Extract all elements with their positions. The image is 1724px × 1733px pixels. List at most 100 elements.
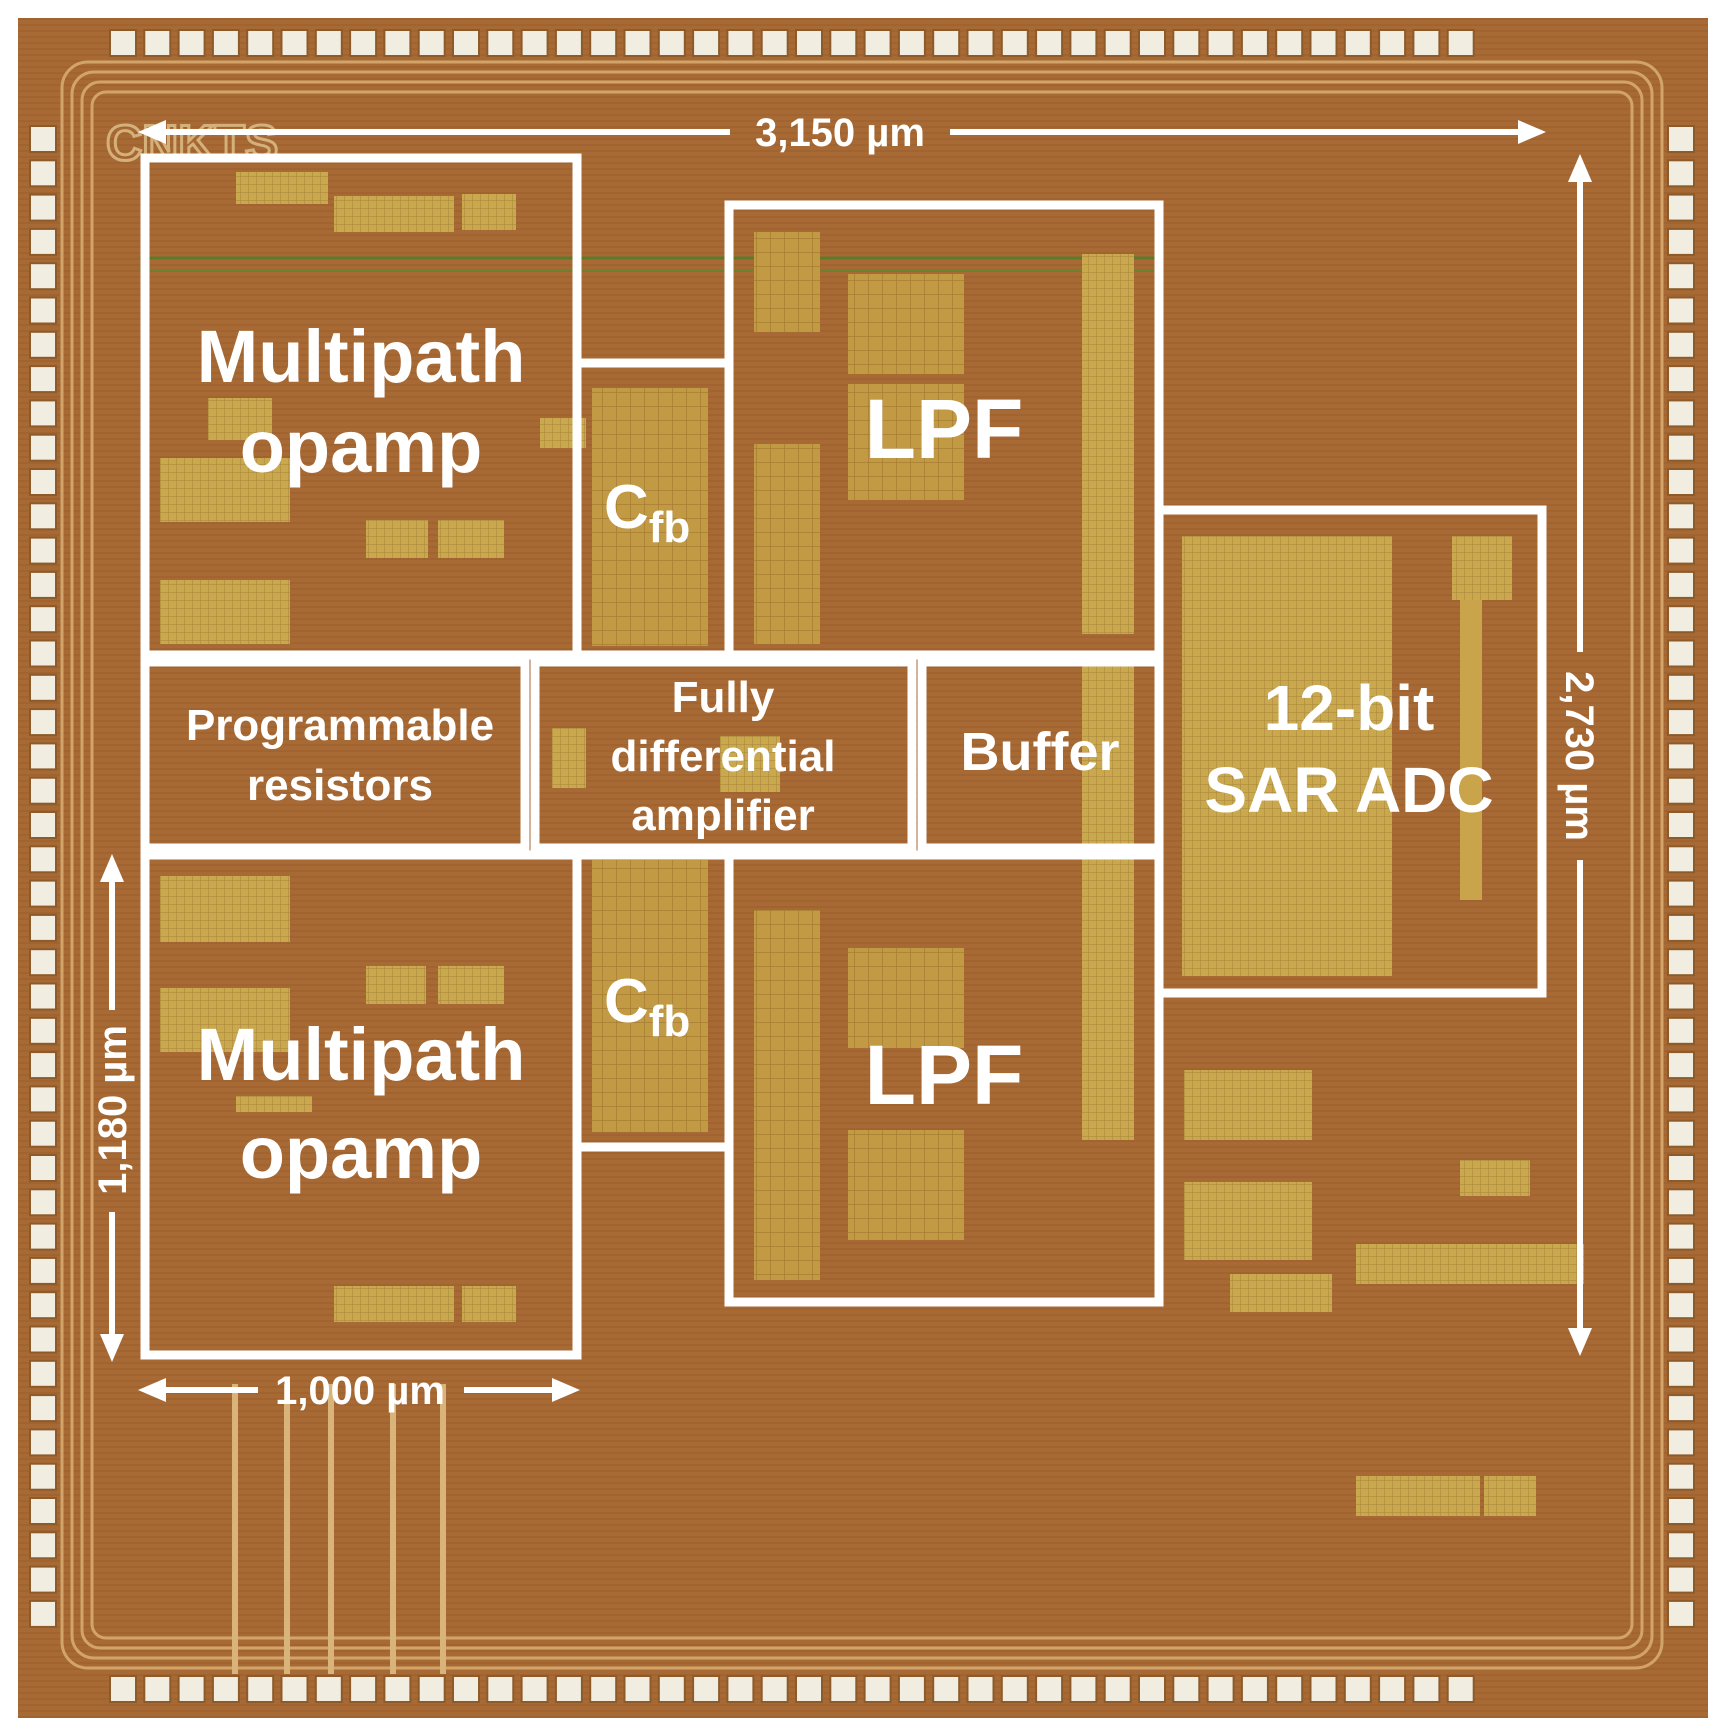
bond-pad bbox=[932, 29, 961, 57]
bond-pad bbox=[1275, 29, 1304, 57]
bond-pad bbox=[29, 1256, 57, 1285]
block-labels: Multipath opamp Cfb LPF Programmable res… bbox=[186, 315, 1494, 1194]
bond-pad bbox=[1667, 1565, 1695, 1594]
bond-pad bbox=[1172, 1675, 1201, 1703]
bond-pad bbox=[1035, 1675, 1064, 1703]
bond-pad bbox=[1172, 29, 1201, 57]
bond-pad bbox=[1667, 1016, 1695, 1045]
bond-pad bbox=[29, 125, 57, 153]
bond-pad bbox=[29, 673, 57, 702]
bond-pad bbox=[29, 742, 57, 771]
bond-pad bbox=[1206, 1675, 1235, 1703]
bond-pad bbox=[1667, 1085, 1695, 1114]
bond-pad bbox=[554, 29, 583, 57]
bond-pad bbox=[1240, 29, 1269, 57]
fully-differential-amplifier-label-line1: Fully bbox=[672, 673, 775, 722]
bond-pad bbox=[589, 1675, 618, 1703]
bond-pad bbox=[1343, 1675, 1372, 1703]
bond-pad bbox=[29, 227, 57, 256]
circuit-metal-fill bbox=[140, 172, 1584, 1674]
bond-pad bbox=[1667, 776, 1695, 805]
bond-pad bbox=[29, 1291, 57, 1320]
opamp-height-label: 1,180 µm bbox=[91, 1025, 135, 1195]
bond-pad bbox=[966, 1675, 995, 1703]
bond-pad bbox=[29, 605, 57, 634]
bond-pad bbox=[1667, 1119, 1695, 1148]
watermark-logo: CNKTS bbox=[106, 115, 278, 171]
programmable-resistors-label-line2: resistors bbox=[247, 761, 433, 810]
bond-pad bbox=[1446, 29, 1475, 57]
bond-pad bbox=[1667, 193, 1695, 222]
bond-pad bbox=[29, 982, 57, 1011]
multipath-opamp-bottom-label-line2: opamp bbox=[240, 1111, 483, 1194]
bond-pad bbox=[1667, 1531, 1695, 1560]
fully-differential-amplifier-label-line2: differential bbox=[611, 732, 836, 781]
bond-pad bbox=[1667, 1359, 1695, 1388]
bond-pad bbox=[29, 193, 57, 222]
bond-pad bbox=[829, 1675, 858, 1703]
bond-pad bbox=[29, 1394, 57, 1423]
bond-pad bbox=[314, 1675, 343, 1703]
bond-pad bbox=[29, 845, 57, 874]
cfb-top-label: Cfb bbox=[604, 473, 690, 552]
bond-pad bbox=[29, 159, 57, 188]
bond-pad bbox=[726, 1675, 755, 1703]
bond-pad bbox=[726, 29, 755, 57]
seal-ring bbox=[60, 60, 1664, 1670]
bond-pad bbox=[863, 29, 892, 57]
bond-pad bbox=[1667, 1154, 1695, 1182]
bond-pad bbox=[29, 1085, 57, 1114]
bond-pad bbox=[897, 29, 926, 57]
bond-pad bbox=[589, 29, 618, 57]
bond-pad bbox=[1667, 1051, 1695, 1080]
bond-pad bbox=[1412, 1675, 1441, 1703]
bond-pad bbox=[452, 29, 480, 57]
bond-pad bbox=[1378, 29, 1407, 57]
bond-pad bbox=[1667, 913, 1695, 942]
bond-pad bbox=[760, 1675, 789, 1703]
bond-pad bbox=[29, 296, 57, 325]
bond-pad bbox=[383, 1675, 412, 1703]
bond-pad bbox=[1069, 1675, 1098, 1703]
bond-pad bbox=[623, 1675, 652, 1703]
bond-pad bbox=[280, 1675, 309, 1703]
bond-pad bbox=[760, 29, 789, 57]
opamp-width-label: 1,000 µm bbox=[275, 1369, 445, 1413]
bond-pad bbox=[29, 1119, 57, 1148]
bond-pad bbox=[1667, 125, 1695, 153]
bond-pad bbox=[795, 1675, 823, 1703]
bond-pad bbox=[1667, 879, 1695, 908]
bond-pad bbox=[1667, 1394, 1695, 1423]
bond-pad bbox=[29, 262, 57, 291]
lpf-bottom-box bbox=[724, 850, 1164, 1307]
bond-pad bbox=[897, 1675, 926, 1703]
bond-pad bbox=[1035, 29, 1064, 57]
die-substrate bbox=[18, 18, 1708, 1718]
bond-pad bbox=[349, 1675, 378, 1703]
bond-pad bbox=[1343, 29, 1372, 57]
bond-pad bbox=[452, 1675, 480, 1703]
bond-pad bbox=[1667, 1462, 1695, 1491]
bond-pad bbox=[29, 1016, 57, 1045]
bond-pad bbox=[143, 1675, 172, 1703]
bond-pad bbox=[1667, 639, 1695, 668]
bond-pad bbox=[1138, 29, 1166, 57]
bond-pad bbox=[1667, 982, 1695, 1011]
bond-pad bbox=[177, 29, 206, 57]
fully-differential-amplifier-box bbox=[530, 657, 917, 853]
bond-pad bbox=[211, 29, 240, 57]
bond-pad bbox=[1667, 1497, 1695, 1525]
bond-pad bbox=[1667, 296, 1695, 325]
bond-pad bbox=[486, 1675, 515, 1703]
bond-pad bbox=[29, 1188, 57, 1217]
bond-pad bbox=[1667, 845, 1695, 874]
bond-pads bbox=[29, 29, 1695, 1703]
bond-pad bbox=[1667, 742, 1695, 771]
bond-pad bbox=[554, 1675, 583, 1703]
bond-pad bbox=[1206, 29, 1235, 57]
bond-pad bbox=[1138, 1675, 1166, 1703]
bond-pad bbox=[1103, 29, 1132, 57]
bond-pad bbox=[1667, 159, 1695, 188]
bond-pad bbox=[1667, 399, 1695, 428]
bond-pad bbox=[29, 879, 57, 908]
